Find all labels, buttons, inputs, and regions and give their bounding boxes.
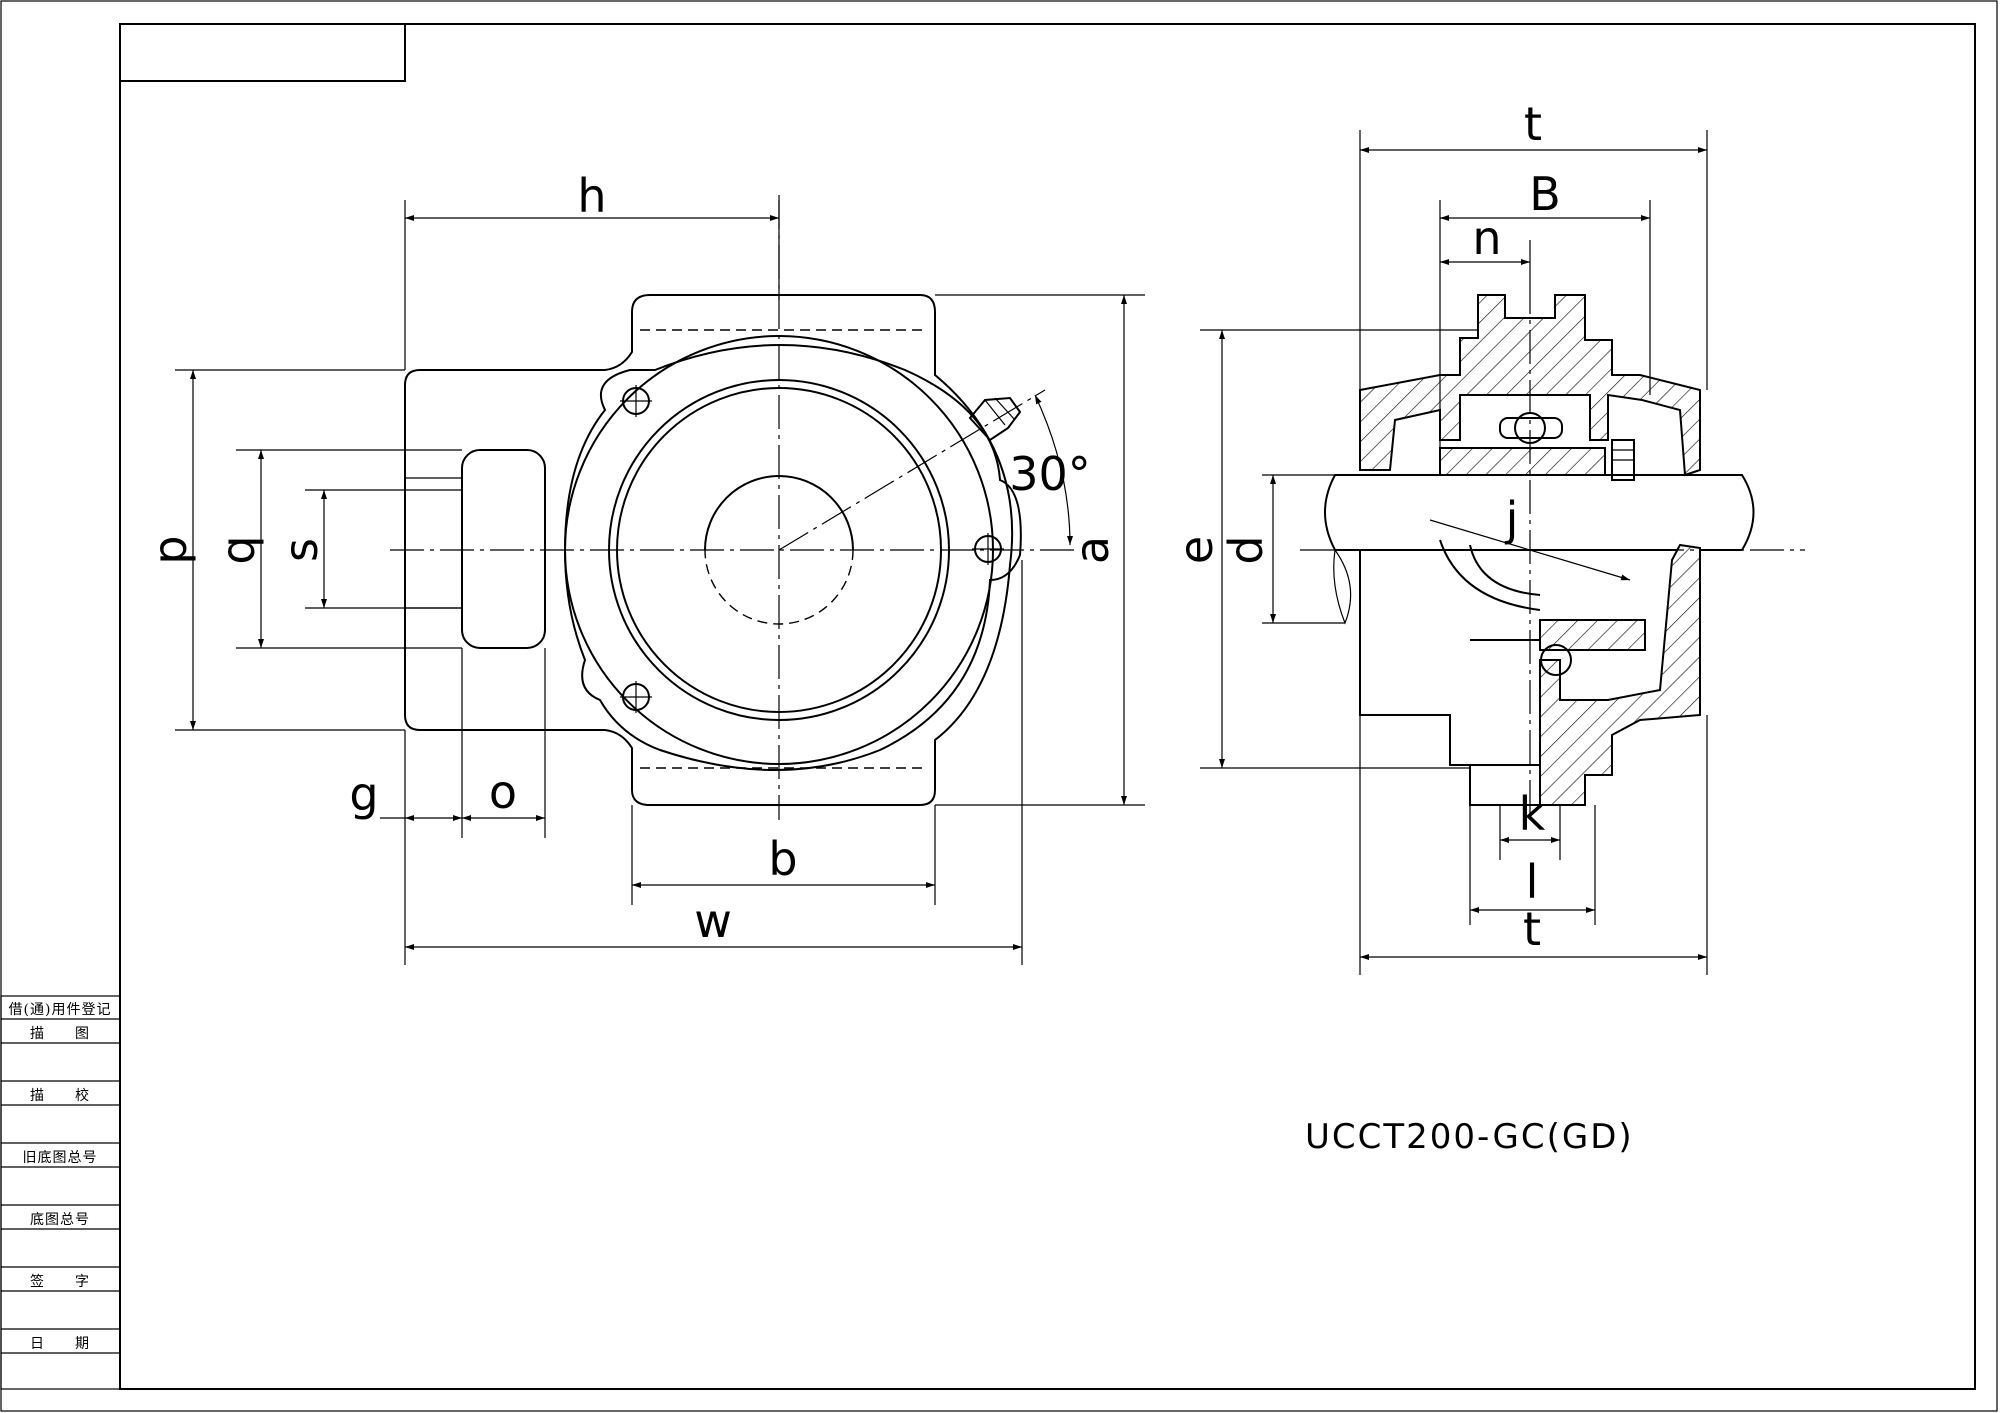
dim-label-e: e (1169, 536, 1223, 564)
dim-label-g: g (349, 767, 378, 821)
slot-outline (461, 449, 546, 649)
title-block-row-2: 描 图 (30, 1026, 90, 1042)
dim-label-d: d (1219, 535, 1273, 564)
dim-label-t-bottom: t (1523, 902, 1541, 956)
dim-label-B: B (1529, 167, 1561, 221)
dim-label-w: w (694, 894, 732, 948)
bolt-hole-top (620, 385, 652, 417)
dim-label-a: a (1065, 536, 1119, 564)
title-block-row-3: 描 校 (30, 1087, 90, 1104)
dim-label-s: s (274, 538, 328, 562)
title-block-row-5: 底图总号 (30, 1212, 90, 1228)
angle-label: 30° (1009, 447, 1091, 501)
title-block-row-7: 日 期 (30, 1336, 90, 1352)
housing-outline (404, 294, 1014, 806)
dim-label-j: j (1505, 492, 1519, 546)
title-block-row-4: 旧底图总号 (23, 1150, 98, 1166)
dim-label-t-top: t (1524, 97, 1542, 151)
title-block-row-6: 签 字 (30, 1273, 90, 1290)
grease-nipple-icon (968, 396, 1022, 442)
dim-label-k: k (1519, 787, 1546, 841)
section-view: t B n e d j k l t (1169, 97, 1805, 975)
dim-label-n: n (1472, 211, 1501, 265)
title-block-row-1: 借(通)用件登记 (9, 1002, 112, 1018)
bolt-hole-bottom (620, 681, 652, 713)
front-view: h 30° a p q s g o b w (143, 169, 1145, 965)
dim-label-h: h (577, 169, 606, 223)
model-title: UCCT200-GC(GD) (1305, 1117, 1634, 1157)
dim-label-l: l (1526, 855, 1539, 909)
dim-label-q: q (211, 535, 265, 564)
dim-label-b: b (768, 832, 797, 886)
shaft (1324, 474, 1755, 551)
title-block: 借(通)用件登记 描 图 描 校 旧底图总号 底图总号 签 字 日 期 (0, 995, 121, 1390)
bolt-hole-right (972, 533, 1004, 565)
dim-label-o: o (489, 765, 517, 819)
dim-label-p: p (143, 535, 197, 564)
